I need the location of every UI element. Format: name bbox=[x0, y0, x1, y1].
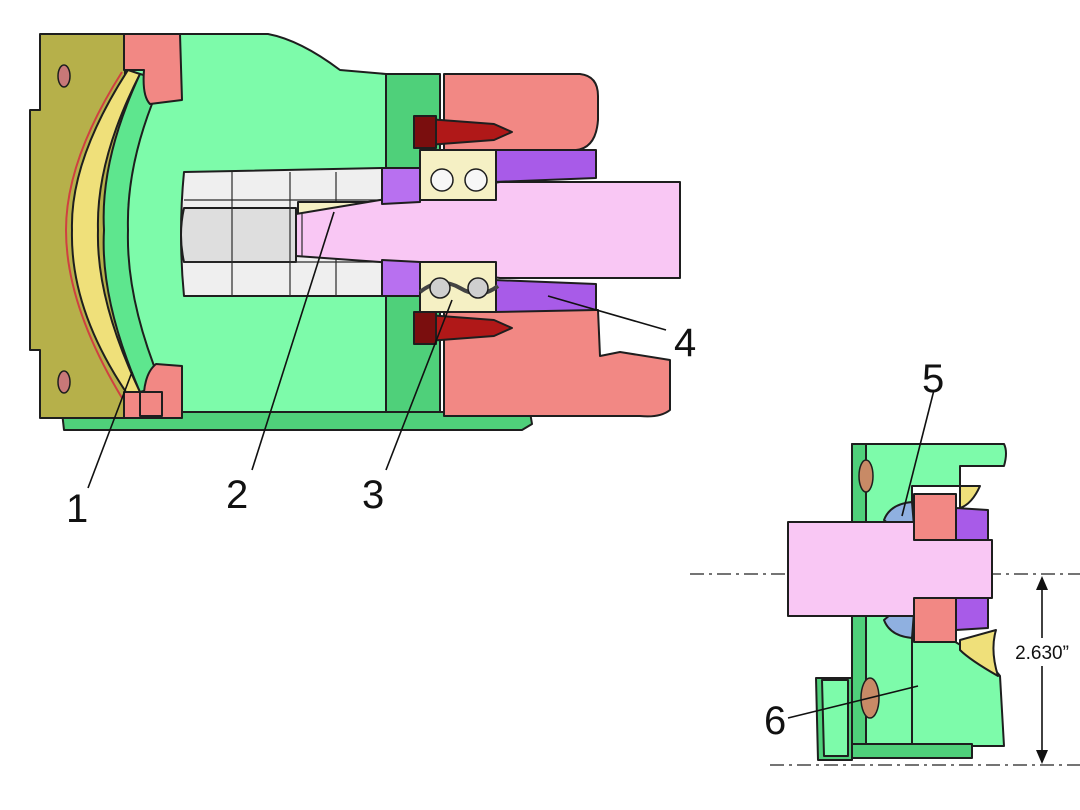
bearing-ball-2 bbox=[464, 168, 488, 192]
small-bolt-hole-top bbox=[858, 459, 874, 493]
cap-screw-top-head bbox=[413, 115, 437, 149]
flange-bolt-hole-bottom bbox=[57, 370, 71, 394]
small-retainer-top bbox=[955, 507, 989, 541]
small-yellow-face bbox=[959, 485, 981, 509]
callout-labels: 1 2 3 4 5 6 bbox=[66, 321, 944, 743]
dimension-label-bg bbox=[1004, 638, 1080, 666]
dimension-arrow-bottom bbox=[1036, 750, 1048, 764]
small-yellow-face-lower bbox=[959, 629, 999, 677]
bore-inner-core bbox=[180, 207, 297, 263]
leader-1 bbox=[87, 371, 133, 489]
small-seal-bottom bbox=[913, 597, 957, 643]
callout-4: 4 bbox=[674, 321, 696, 365]
callout-1: 1 bbox=[66, 487, 88, 531]
main-assembly bbox=[29, 33, 681, 489]
callout-5: 5 bbox=[922, 357, 944, 401]
callout-3: 3 bbox=[362, 473, 384, 517]
flange-bolt-hole-top bbox=[57, 64, 71, 88]
retainer-inner-top bbox=[381, 167, 421, 205]
leader-5 bbox=[901, 389, 935, 517]
cap-screw-bottom-head bbox=[413, 311, 437, 345]
leader-6 bbox=[787, 685, 919, 719]
callout-2: 2 bbox=[226, 473, 248, 517]
small-retainer-bottom bbox=[955, 597, 989, 631]
retainer-top bbox=[493, 149, 597, 183]
secondary-assembly: 2.630” bbox=[690, 389, 1080, 766]
dimension-arrow-top bbox=[1036, 576, 1048, 590]
small-base-rail bbox=[851, 743, 973, 759]
small-shaft bbox=[787, 521, 993, 617]
flange-pin bbox=[139, 391, 163, 417]
small-seal-top bbox=[913, 493, 957, 541]
leader-3 bbox=[385, 299, 453, 471]
retainer-bottom bbox=[493, 279, 597, 313]
face-seal-ring-red-edge bbox=[64, 71, 123, 399]
bearing-ball-4 bbox=[467, 277, 489, 299]
small-base-foot-face bbox=[821, 679, 849, 757]
outer-seal-bottom bbox=[443, 309, 671, 418]
leader-4 bbox=[547, 295, 667, 331]
leader-2 bbox=[251, 211, 335, 471]
dimension-label: 2.630” bbox=[1015, 643, 1069, 664]
bearing-ball-3 bbox=[429, 277, 451, 299]
bearing-ball-1 bbox=[430, 168, 454, 192]
flange-corner-seal-top bbox=[123, 33, 183, 105]
retainer-inner-bottom bbox=[381, 259, 421, 297]
callout-6: 6 bbox=[764, 699, 786, 743]
